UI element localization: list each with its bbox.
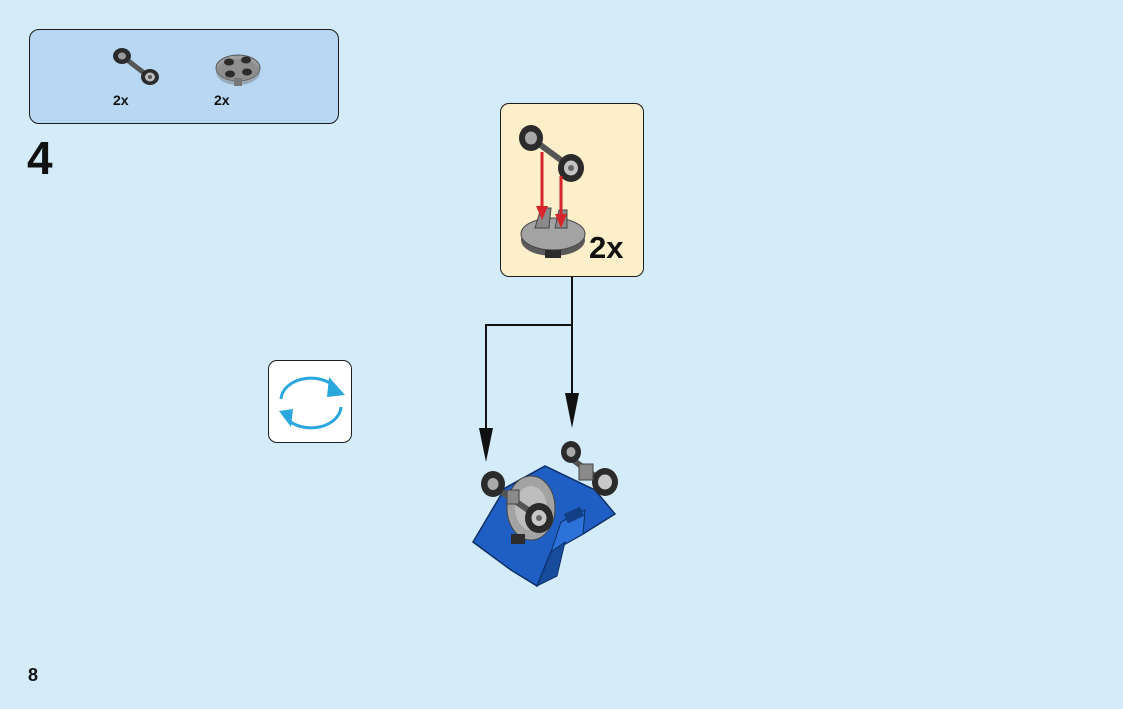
subassembly-multiplier: 2x	[589, 230, 624, 265]
model-assembly-illustration	[472, 441, 618, 588]
subassembly-illustration-icon	[519, 125, 586, 258]
parts-list-box: 2x 2x	[29, 29, 339, 124]
axle-wheels-part-icon	[113, 48, 159, 85]
step-number: 4	[27, 132, 53, 184]
subassembly-box	[500, 103, 644, 277]
arrow-head-left	[479, 428, 493, 462]
arrow-head-right	[565, 393, 579, 428]
page-number: 8	[28, 665, 39, 685]
part-count-2: 2x	[214, 92, 230, 108]
round-plate-part-icon	[215, 54, 261, 86]
rotate-arrows-icon	[279, 376, 345, 430]
rotate-model-box	[268, 360, 352, 443]
part-count-1: 2x	[113, 92, 129, 108]
